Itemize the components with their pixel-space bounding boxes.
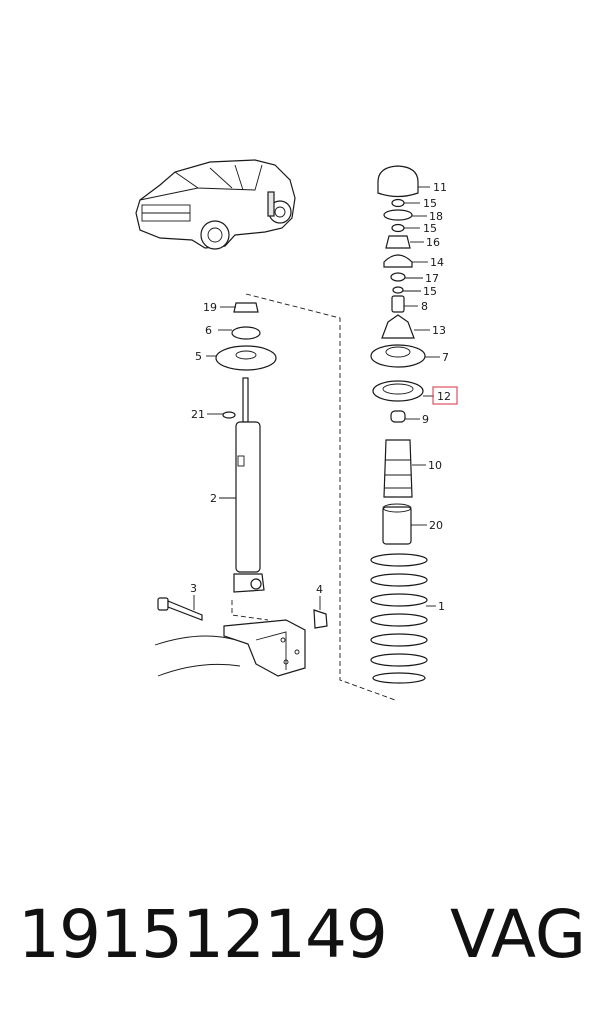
callout-3[interactable]: 3: [190, 582, 197, 595]
part-11-cap: [377, 165, 419, 198]
part-number: 191512149: [18, 896, 388, 973]
axle-bracket-assembly: [154, 597, 328, 677]
callout-5[interactable]: 5: [195, 350, 202, 363]
right-parts-stack: [370, 165, 426, 545]
callout-8[interactable]: 8: [421, 300, 428, 313]
footer: 191512149 VAG: [0, 890, 600, 980]
callout-4[interactable]: 4: [316, 583, 323, 596]
highlight-box-12: [432, 386, 458, 405]
callout-20[interactable]: 20: [429, 519, 443, 532]
callout-15-a[interactable]: 15: [423, 197, 437, 210]
callout-16[interactable]: 16: [426, 236, 440, 249]
exploded-parts-diagram: 11 15 18 15 16 14 17 15 8 13 7 12 9 10 2…: [135, 159, 458, 701]
callout-10[interactable]: 10: [428, 459, 442, 472]
callout-2[interactable]: 2: [210, 492, 217, 505]
callout-11[interactable]: 11: [433, 181, 447, 194]
callout-12[interactable]: 12: [437, 390, 451, 403]
callout-1[interactable]: 1: [438, 600, 445, 613]
leader-lines: [193, 186, 440, 610]
callout-labels: 11 15 18 15 16 14 17 15 8 13 7 12 9 10 2…: [190, 181, 451, 613]
callout-21[interactable]: 21: [191, 408, 205, 421]
callout-17[interactable]: 17: [425, 272, 439, 285]
callout-18[interactable]: 18: [429, 210, 443, 223]
brand-name: VAG: [449, 896, 586, 973]
assembly-dashed-line-lower: [231, 600, 269, 621]
callout-6[interactable]: 6: [205, 324, 212, 337]
callout-15-c[interactable]: 15: [423, 285, 437, 298]
car-illustration: [135, 159, 296, 250]
callout-14[interactable]: 14: [430, 256, 444, 269]
callout-7[interactable]: 7: [442, 351, 449, 364]
shock-absorber-assembly: [215, 302, 277, 593]
assembly-dashed-line: [245, 293, 396, 701]
callout-15-b[interactable]: 15: [423, 222, 437, 235]
coil-spring: [370, 553, 428, 684]
callout-13[interactable]: 13: [432, 324, 446, 337]
callout-19[interactable]: 19: [203, 301, 217, 314]
callout-9[interactable]: 9: [422, 413, 429, 426]
